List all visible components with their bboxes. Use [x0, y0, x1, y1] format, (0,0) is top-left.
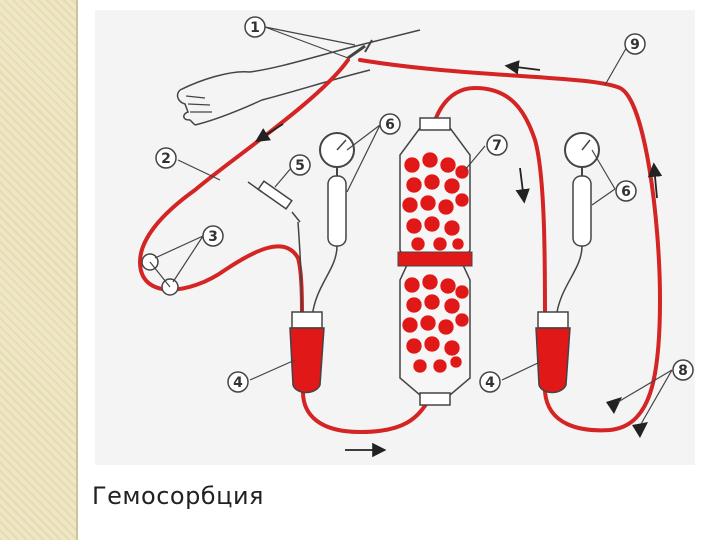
svg-text:2: 2: [161, 151, 171, 167]
callout-5: 5: [289, 154, 311, 176]
svg-text:6: 6: [385, 117, 395, 133]
callout-1: 1: [244, 16, 266, 38]
svg-text:9: 9: [630, 37, 640, 53]
callout-2: 2: [155, 147, 177, 169]
hemosorption-diagram: 1 2 3 4 4 5 6 6 7 8 9: [137, 16, 694, 458]
callout-6-left: 6: [379, 113, 401, 135]
svg-text:1: 1: [250, 20, 260, 36]
callout-3: 3: [202, 225, 224, 247]
svg-text:3: 3: [208, 229, 218, 245]
strip-texture: [0, 0, 78, 540]
svg-text:7: 7: [492, 138, 502, 154]
tubing-icon: [137, 58, 663, 435]
diagram-background: [95, 10, 695, 465]
column-icon: [397, 117, 473, 406]
callout-leaders: [154, 26, 673, 425]
clamp-icon: [606, 397, 648, 438]
strip-edge: [76, 0, 78, 540]
needle-icon: [347, 39, 373, 60]
svg-text:6: 6: [621, 184, 631, 200]
callout-7: 7: [486, 134, 508, 156]
svg-text:5: 5: [295, 158, 305, 174]
svg-text:4: 4: [485, 375, 495, 391]
arrow-icon: [254, 60, 663, 458]
slide-caption: Гемосорбция: [92, 482, 264, 510]
callout-8: 8: [672, 359, 694, 381]
callout-4-left: 4: [227, 371, 249, 393]
drip-chamber-icon: [289, 311, 325, 394]
slide-decoration-strip: [0, 0, 78, 540]
drip-chamber-icon: [535, 311, 571, 394]
svg-text:4: 4: [233, 375, 243, 391]
callout-6-right: 6: [615, 180, 637, 202]
syringe-icon: [247, 180, 301, 223]
callout-9: 9: [624, 33, 646, 55]
arm-icon: [176, 29, 421, 126]
svg-text:8: 8: [678, 363, 688, 379]
gauge-icon: [555, 132, 600, 319]
gauge-icon: [311, 132, 355, 319]
callout-4-right: 4: [479, 371, 501, 393]
roller-pump-icon: [141, 253, 179, 296]
